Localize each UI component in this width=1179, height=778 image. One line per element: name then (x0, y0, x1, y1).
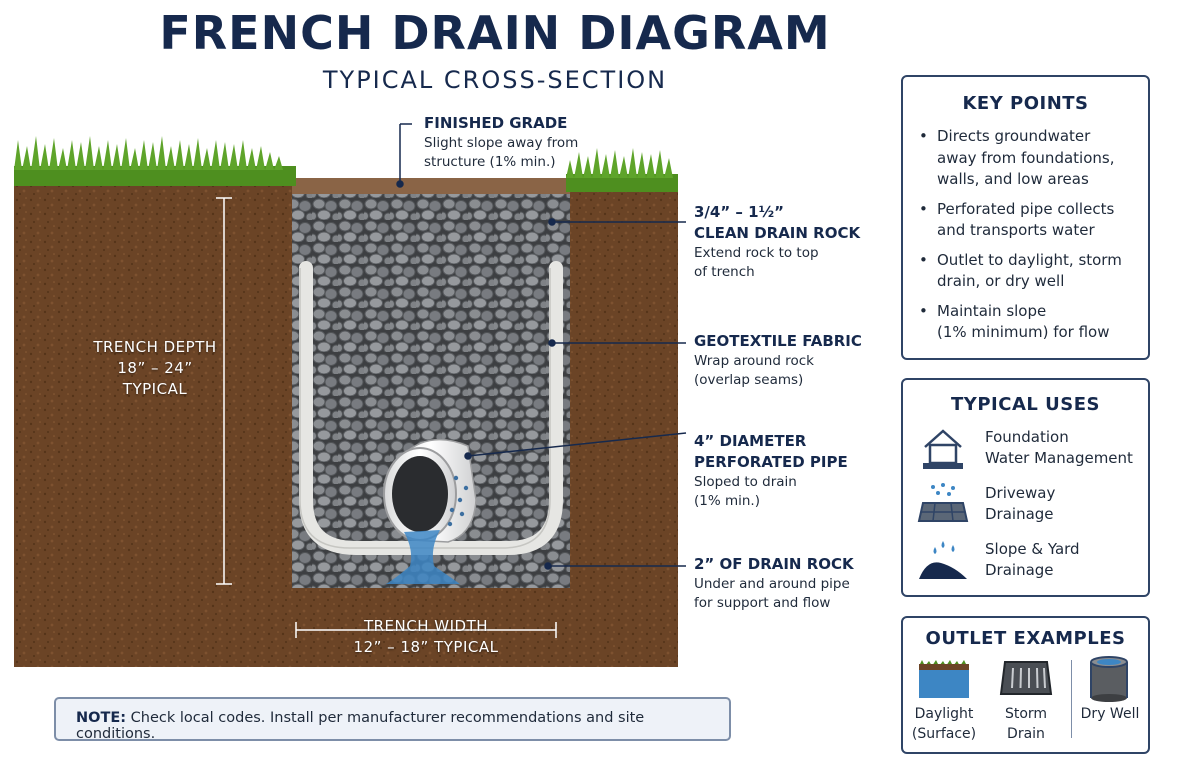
outlet-label-line: Dry Well (1080, 706, 1140, 722)
callout-body: (overlap seams) (694, 372, 804, 388)
width-dimension-line (295, 622, 557, 638)
water-flow (386, 530, 460, 584)
key-point-text: (1% minimum) for flow (937, 323, 1110, 341)
grass-left (14, 136, 296, 186)
key-point-text: Maintain slope (937, 301, 1047, 320)
diagram-subtitle: TYPICAL CROSS-SECTION (322, 66, 668, 94)
key-point: Directs groundwater away from foundation… (919, 126, 1148, 191)
outlet-label-line: Daylight (914, 706, 974, 722)
callout-body: of trench (694, 264, 755, 280)
use-text-line: Foundation (985, 428, 1069, 446)
use-text-line: Drainage (985, 561, 1054, 579)
outlet-divider (1071, 660, 1072, 738)
key-point-text: Perforated pipe collects (937, 199, 1115, 218)
finished-grade-callout: FINISHED GRADE Slight slope away from st… (424, 113, 624, 172)
diagram-title: FRENCH DRAIN DIAGRAM (159, 6, 831, 60)
callout-body: (1% min.) (694, 493, 760, 509)
callout-body: Slight slope away from (424, 135, 579, 151)
width-line-1: TRENCH WIDTH (363, 617, 489, 635)
callout-head: 2” OF DRAIN ROCK (694, 555, 854, 573)
slope-icon (919, 541, 967, 579)
key-point: Perforated pipe collects and transports … (919, 199, 1148, 242)
use-foundation: Foundation Water Management (917, 424, 1133, 472)
callout-head: GEOTEXTILE FABRIC (694, 332, 862, 350)
callout-body: Wrap around rock (694, 353, 814, 369)
callout-body: Under and around pipe (694, 576, 850, 592)
callout-body: for support and flow (694, 595, 831, 611)
width-line-2: 12” – 18” TYPICAL (353, 638, 499, 656)
panel-title: KEY POINTS (962, 93, 1089, 114)
depth-line-2: 18” – 24” (117, 359, 193, 377)
drain-rock-callout: 3/4” – 1½” CLEAN DRAIN ROCK Extend rock … (694, 202, 894, 282)
use-text-line: Water Management (985, 449, 1133, 467)
callout-head: PERFORATED PIPE (694, 453, 848, 471)
outlet-examples-panel: OUTLET EXAMPLES Daylight (Surface) Storm… (901, 616, 1150, 754)
pipe-callout: 4” DIAMETER PERFORATED PIPE Sloped to dr… (694, 431, 894, 511)
outlet-dry-well-label: Dry Well (1073, 704, 1147, 724)
callout-head: FINISHED GRADE (424, 114, 568, 132)
callout-head: CLEAN DRAIN ROCK (694, 224, 861, 242)
bottom-rock-callout: 2” OF DRAIN ROCK Under and around pipe f… (694, 554, 894, 613)
callout-body: Sloped to drain (694, 474, 797, 490)
use-slope-yard: Slope & Yard Drainage (917, 536, 1080, 584)
house-icon (923, 429, 963, 469)
depth-line-1: TRENCH DEPTH (93, 338, 217, 356)
perforated-pipe (383, 438, 477, 543)
outlet-daylight-label: Daylight (Surface) (907, 704, 981, 744)
key-point-text: walls, and low areas (937, 170, 1089, 188)
trench-depth-label: TRENCH DEPTH 18” – 24” TYPICAL (60, 337, 250, 400)
note-bar: NOTE: Check local codes. Install per man… (54, 697, 731, 742)
key-point: Outlet to daylight, storm drain, or dry … (919, 250, 1148, 293)
outlet-label-line: (Surface) (911, 726, 977, 742)
key-points-list: Directs groundwater away from foundation… (919, 126, 1148, 344)
key-point-text: Directs groundwater (937, 127, 1091, 145)
use-text-line: Drainage (985, 505, 1054, 523)
panel-title: TYPICAL USES (951, 394, 1100, 415)
driveway-icon (917, 483, 969, 522)
key-point-text: drain, or dry well (937, 272, 1065, 290)
typical-uses-panel: TYPICAL USES Foundation Water Management… (901, 378, 1150, 597)
note-text: Check local codes. Install per manufactu… (76, 710, 645, 742)
storm-drain-icon (999, 661, 1053, 695)
geotextile-callout: GEOTEXTILE FABRIC Wrap around rock (over… (694, 331, 894, 390)
callout-body: structure (1% min.) (424, 154, 556, 170)
depth-line-3: TYPICAL (122, 380, 188, 398)
use-text-line: Driveway (985, 484, 1056, 502)
key-point-text: away from foundations, (937, 148, 1115, 167)
depth-dimension-line (216, 197, 232, 585)
outlet-storm-drain-label: Storm Drain (989, 704, 1063, 744)
outlet-label-line: Storm (1004, 706, 1048, 722)
trench-width-label: TRENCH WIDTH 12” – 18” TYPICAL (300, 616, 552, 658)
key-point: Maintain slope (1% minimum) for flow (919, 301, 1148, 344)
grass-right (566, 148, 678, 192)
leader-lines (396, 123, 687, 570)
outlet-label-line: Drain (1007, 726, 1045, 742)
use-driveway: Driveway Drainage (917, 480, 1055, 528)
dry-well-icon (1090, 656, 1128, 702)
key-point-text: Outlet to daylight, storm (937, 250, 1122, 269)
use-text-line: Slope & Yard (985, 540, 1080, 558)
panel-title: OUTLET EXAMPLES (925, 628, 1126, 649)
callout-body: Extend rock to top (694, 245, 819, 261)
daylight-icon (919, 660, 969, 698)
key-point-text: and transports water (937, 221, 1095, 239)
note-label: NOTE: (76, 710, 127, 726)
callout-head: 3/4” – 1½” (694, 203, 784, 221)
key-points-panel: KEY POINTS Directs groundwater away from… (901, 75, 1150, 360)
callout-head: 4” DIAMETER (694, 432, 807, 450)
